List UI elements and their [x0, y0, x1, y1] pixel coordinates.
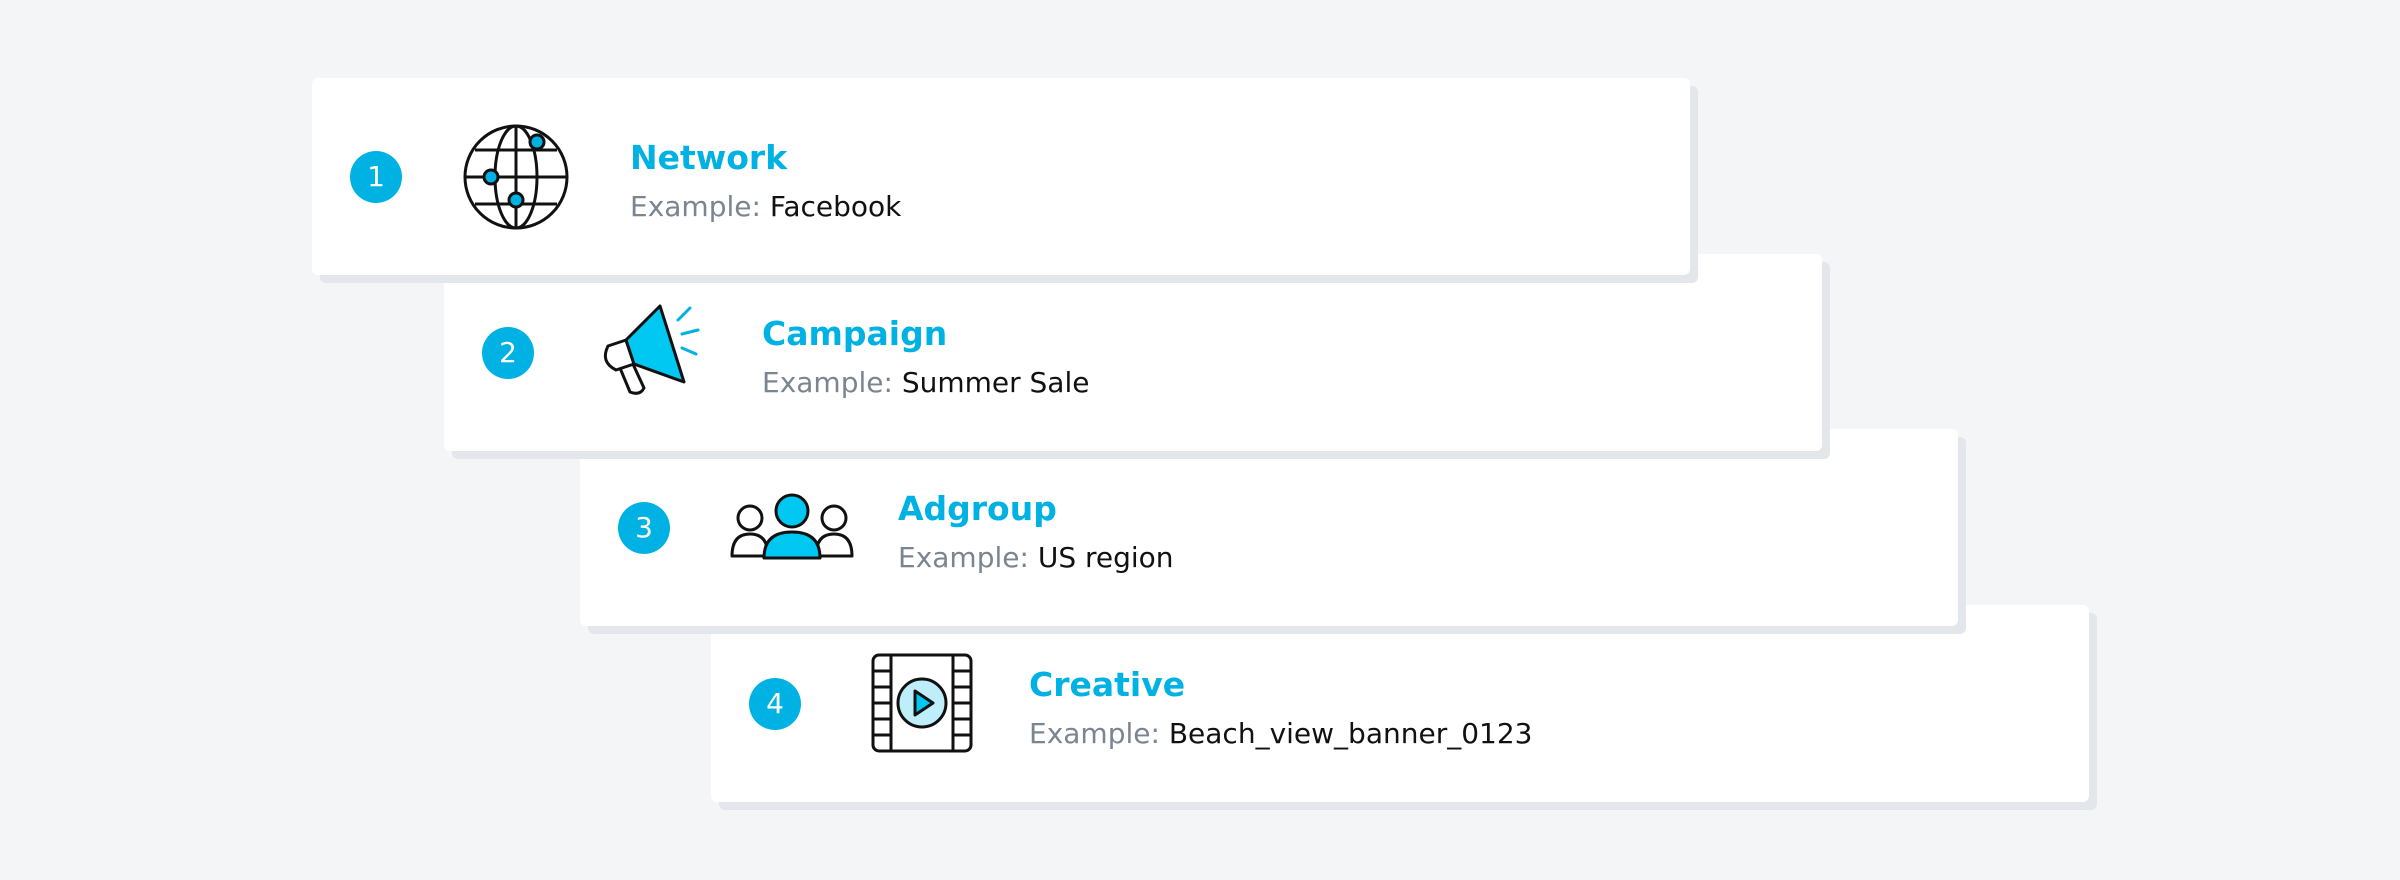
- level-example: Example: US region: [898, 541, 1174, 574]
- example-label: Example:: [898, 541, 1029, 574]
- step-badge: 3: [618, 502, 670, 554]
- level-title: Adgroup: [898, 489, 1057, 528]
- step-badge: 1: [350, 151, 402, 203]
- example-value: Summer Sale: [901, 366, 1090, 399]
- level-card-adgroup: 3 Adgroup Example: US region: [580, 429, 1958, 626]
- level-example: Example: Facebook: [630, 190, 901, 223]
- globe-icon: [462, 120, 586, 234]
- level-title: Network: [630, 138, 788, 177]
- step-badge: 2: [482, 327, 534, 379]
- level-title: Campaign: [762, 314, 948, 353]
- people-group-icon: [730, 471, 854, 585]
- example-value: Beach_view_banner_0123: [1168, 717, 1533, 750]
- example-label: Example:: [1029, 717, 1160, 750]
- example-value: Facebook: [769, 190, 902, 223]
- level-title: Creative: [1029, 665, 1186, 704]
- step-badge: 4: [749, 678, 801, 730]
- level-card-campaign: 2 Campaign Example: Summer Sale: [444, 254, 1822, 451]
- video-film-icon: [861, 647, 985, 761]
- level-example: Example: Beach_view_banner_0123: [1029, 717, 1532, 750]
- example-label: Example:: [630, 190, 761, 223]
- level-example: Example: Summer Sale: [762, 366, 1089, 399]
- level-card-creative: 4 Creative Example: Beach_: [711, 605, 2089, 802]
- example-value: US region: [1037, 541, 1174, 574]
- level-card-network: 1 Network Example: Facebook: [312, 78, 1690, 275]
- megaphone-icon: [594, 296, 718, 410]
- example-label: Example:: [762, 366, 893, 399]
